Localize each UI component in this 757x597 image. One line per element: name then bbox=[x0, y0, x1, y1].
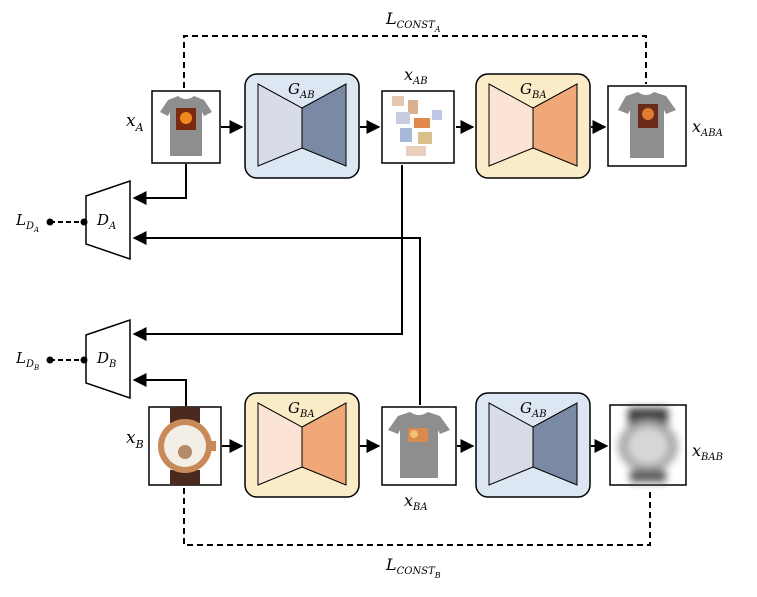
svg-text:xA: xA bbox=[126, 111, 144, 134]
svg-text:xB: xB bbox=[126, 428, 144, 451]
label-db: DB bbox=[96, 349, 116, 370]
svg-text:GAB: GAB bbox=[520, 399, 547, 420]
svg-text:xBAB: xBAB bbox=[692, 441, 723, 463]
image-xA bbox=[151, 90, 221, 164]
generator-gba-top bbox=[475, 73, 591, 179]
label-lconst-a: LCONSTA bbox=[385, 9, 441, 34]
svg-text:xAB: xAB bbox=[404, 65, 428, 87]
svg-text:GBA: GBA bbox=[520, 80, 547, 101]
image-xBA bbox=[381, 406, 457, 486]
label-xB: xB bbox=[126, 428, 144, 451]
svg-text:xABA: xABA bbox=[692, 117, 723, 139]
generator-gba-bottom bbox=[244, 392, 360, 498]
image-xBAB bbox=[609, 404, 687, 486]
svg-text:GAB: GAB bbox=[288, 80, 315, 101]
label-da: DA bbox=[96, 211, 116, 232]
label-lda: LDA bbox=[15, 211, 39, 234]
image-xB bbox=[148, 406, 222, 486]
svg-text:LDA: LDA bbox=[15, 211, 39, 234]
generator-gab-top bbox=[244, 73, 360, 179]
image-xABA bbox=[607, 85, 687, 167]
tshirt-icon bbox=[388, 412, 450, 478]
label-gab-bottom: GAB bbox=[520, 399, 547, 420]
svg-text:LCONSTA: LCONSTA bbox=[385, 9, 441, 34]
label-gba-bottom: GBA bbox=[288, 399, 315, 420]
label-xBAB: xBAB bbox=[692, 441, 723, 463]
label-lconst-b: LCONSTB bbox=[385, 555, 441, 580]
label-xA: xA bbox=[126, 111, 144, 134]
label-ldb: LDB bbox=[15, 349, 39, 372]
generator-gab-bottom bbox=[475, 392, 591, 498]
discriminator-db bbox=[85, 318, 131, 400]
svg-text:DB: DB bbox=[96, 349, 116, 370]
label-xAB: xAB bbox=[404, 65, 428, 87]
image-xAB bbox=[381, 90, 455, 164]
svg-text:LDB: LDB bbox=[15, 349, 39, 372]
svg-text:LCONSTB: LCONSTB bbox=[385, 555, 441, 580]
discriminator-da bbox=[85, 179, 131, 261]
svg-text:xBA: xBA bbox=[404, 491, 428, 513]
label-gba-top: GBA bbox=[520, 80, 547, 101]
label-xABA: xABA bbox=[692, 117, 723, 139]
svg-text:DA: DA bbox=[96, 211, 116, 232]
svg-text:GBA: GBA bbox=[288, 399, 315, 420]
label-xBA: xBA bbox=[404, 491, 428, 513]
label-gab-top: GAB bbox=[288, 80, 315, 101]
